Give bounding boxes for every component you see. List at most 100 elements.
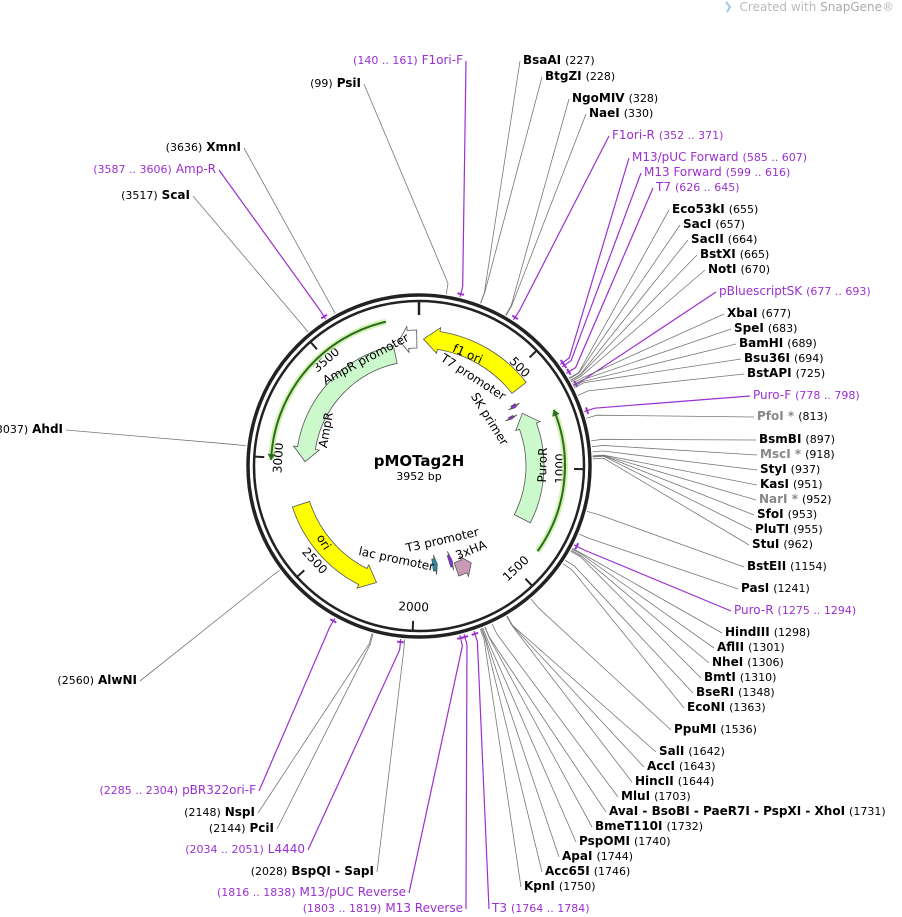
enzyme-leader-line [573,343,737,387]
enzyme-site-label[interactable]: MluI(1703) [621,789,695,804]
enzyme-site-label[interactable]: (2560)AlwNI [53,673,137,688]
enzyme-site-label[interactable]: AvaI - BsoBI - PaeR7I - PspXI - XhoI(173… [609,804,890,819]
enzyme-site-label[interactable]: (2148)NspI [180,805,255,820]
enzyme-site-label[interactable]: SfoI(953) [757,507,821,522]
enzyme-site-label[interactable]: BamHI(689) [739,336,821,351]
label-position: (937) [790,463,821,476]
enzyme-site-label[interactable]: XbaI(677) [727,306,795,321]
enzyme-site-label[interactable]: Bsu36I(694) [744,351,828,366]
enzyme-site-label[interactable]: StyI(937) [760,462,824,477]
enzyme-site-label[interactable]: BstEII(1154) [747,559,831,574]
snapgene-logo-icon [724,1,731,13]
enzyme-site-label[interactable]: AccI(1643) [647,759,720,774]
enzyme-site-label[interactable]: Eco53kI(655) [672,202,762,217]
enzyme-site-label[interactable]: BmtI(1310) [704,670,780,685]
enzyme-site-label[interactable]: (3636)XmnI [162,140,241,155]
label-position: (725) [795,367,826,380]
enzyme-site-label[interactable]: BtgZI(228) [545,69,619,84]
label-position: (99) [310,77,333,90]
ampr-direction-arc-arrowhead [267,453,276,460]
enzyme-leader-line [571,549,710,664]
enzyme-site-label[interactable]: BsaAI(227) [523,53,599,68]
enzyme-site-label[interactable]: AflII(1301) [717,640,789,655]
enzyme-site-label[interactable]: EcoNI(1363) [687,700,770,715]
enzyme-site-label[interactable]: BmeT110I(1732) [595,819,707,834]
enzyme-site-label[interactable]: PluTI(955) [755,522,827,537]
label-name: BspQI - SapI [291,864,374,878]
label-position: (813) [798,410,828,423]
enzyme-leader-line [571,313,725,384]
enzyme-site-label[interactable]: SacII(664) [691,232,761,247]
enzyme-site-label[interactable]: (3037)AhdI [0,422,63,437]
primer-label[interactable]: T7(626 .. 645) [656,180,744,195]
enzyme-site-label[interactable]: BstXI(665) [700,247,773,262]
primer-label[interactable]: (1816 .. 1838)M13/pUC Reverse [213,885,406,900]
feature-t7-promoter [508,402,520,411]
enzyme-site-label[interactable]: NheI(1306) [712,655,788,670]
enzyme-leader-line [363,83,449,295]
label-position: (1703) [654,790,691,803]
primer-label[interactable]: pBluescriptSK(677 .. 693) [719,284,875,299]
enzyme-site-label[interactable]: NgoMIV(328) [572,91,662,106]
enzyme-site-label[interactable]: KasI(951) [760,477,827,492]
enzyme-site-label[interactable]: (3517)ScaI [117,188,190,203]
enzyme-site-label[interactable]: PpuMI(1536) [674,722,761,737]
enzyme-site-label[interactable]: PasI(1241) [741,581,814,596]
enzyme-site-label[interactable]: SpeI(683) [734,321,801,336]
primer-leader-line [473,630,490,910]
feature-label-puror[interactable]: PuroR [534,447,551,483]
enzyme-site-label[interactable]: PspOMI(1740) [579,834,675,849]
label-position: (1348) [738,686,775,699]
enzyme-site-label[interactable]: ApaI(1744) [562,849,637,864]
primer-label[interactable]: M13/pUC Forward(585 .. 607) [632,150,811,165]
enzyme-site-label[interactable]: MscI *(918) [760,447,839,462]
label-name: ScaI [161,188,190,202]
credit-prefix: Created with [739,0,821,14]
primer-label[interactable]: (2034 .. 2051)L4440 [181,842,305,857]
primer-label[interactable]: (3587 .. 3606)Amp-R [89,162,216,177]
enzyme-site-label[interactable]: (99)PsiI [306,76,361,91]
enzyme-site-label[interactable]: HincII(1644) [635,774,718,789]
label-position: (1275 .. 1294) [777,604,857,617]
label-position: (585 .. 607) [742,151,808,164]
enzyme-leader-line [570,254,698,381]
enzyme-site-label[interactable]: (2144)PciI [205,821,274,836]
primer-label[interactable]: (140 .. 161)F1ori-F [349,53,463,68]
enzyme-site-label[interactable]: Acc65I(1746) [545,864,634,879]
enzyme-site-label[interactable]: NaeI(330) [589,106,657,121]
primer-label[interactable]: Puro-F(778 .. 798) [753,388,864,403]
enzyme-site-label[interactable]: StuI(962) [752,537,817,552]
primer-binding-mark [561,361,568,369]
primer-label[interactable]: F1ori-R(352 .. 371) [612,128,727,143]
enzyme-leader-line [192,195,309,333]
label-name: NotI [708,262,737,276]
label-name: MluI [621,789,651,803]
label-name: NspI [224,805,255,819]
enzyme-site-label[interactable]: KpnI(1750) [524,879,599,894]
enzyme-site-label[interactable]: NotI(670) [708,262,774,277]
label-name: EcoNI [687,700,726,714]
label-position: (897) [805,433,835,446]
puror-direction-arc-arrowhead [552,409,560,417]
label-position: (1731) [849,805,886,818]
primer-label[interactable]: Puro-R(1275 .. 1294) [734,603,860,618]
enzyme-site-label[interactable]: BstAPI(725) [747,366,829,381]
enzyme-site-label[interactable]: (2028)BspQI - SapI [247,864,374,879]
enzyme-site-label[interactable]: PfoI *(813) [757,409,832,424]
enzyme-site-label[interactable]: HindIII(1298) [725,625,814,640]
enzyme-site-label[interactable]: BseRI(1348) [696,685,779,700]
primer-label[interactable]: T3(1764 .. 1784) [492,901,594,916]
enzyme-site-label[interactable]: BsmBI(897) [759,432,839,447]
enzyme-site-label[interactable]: NarI *(952) [759,492,836,507]
enzyme-site-label[interactable]: SacI(657) [683,217,749,232]
label-position: (1301) [748,641,785,654]
primer-label[interactable]: (2285 .. 2304)pBR322ori-F [96,783,257,798]
primer-label[interactable]: M13 Forward(599 .. 616) [644,165,794,180]
enzyme-leader-line [592,455,753,531]
enzyme-site-label[interactable]: SalI(1642) [659,744,729,759]
label-name: PasI [741,581,770,595]
enzyme-leader-line [506,615,657,753]
label-name: Acc65I [545,864,590,878]
primer-label[interactable]: (1803 .. 1819)M13 Reverse [299,901,463,916]
